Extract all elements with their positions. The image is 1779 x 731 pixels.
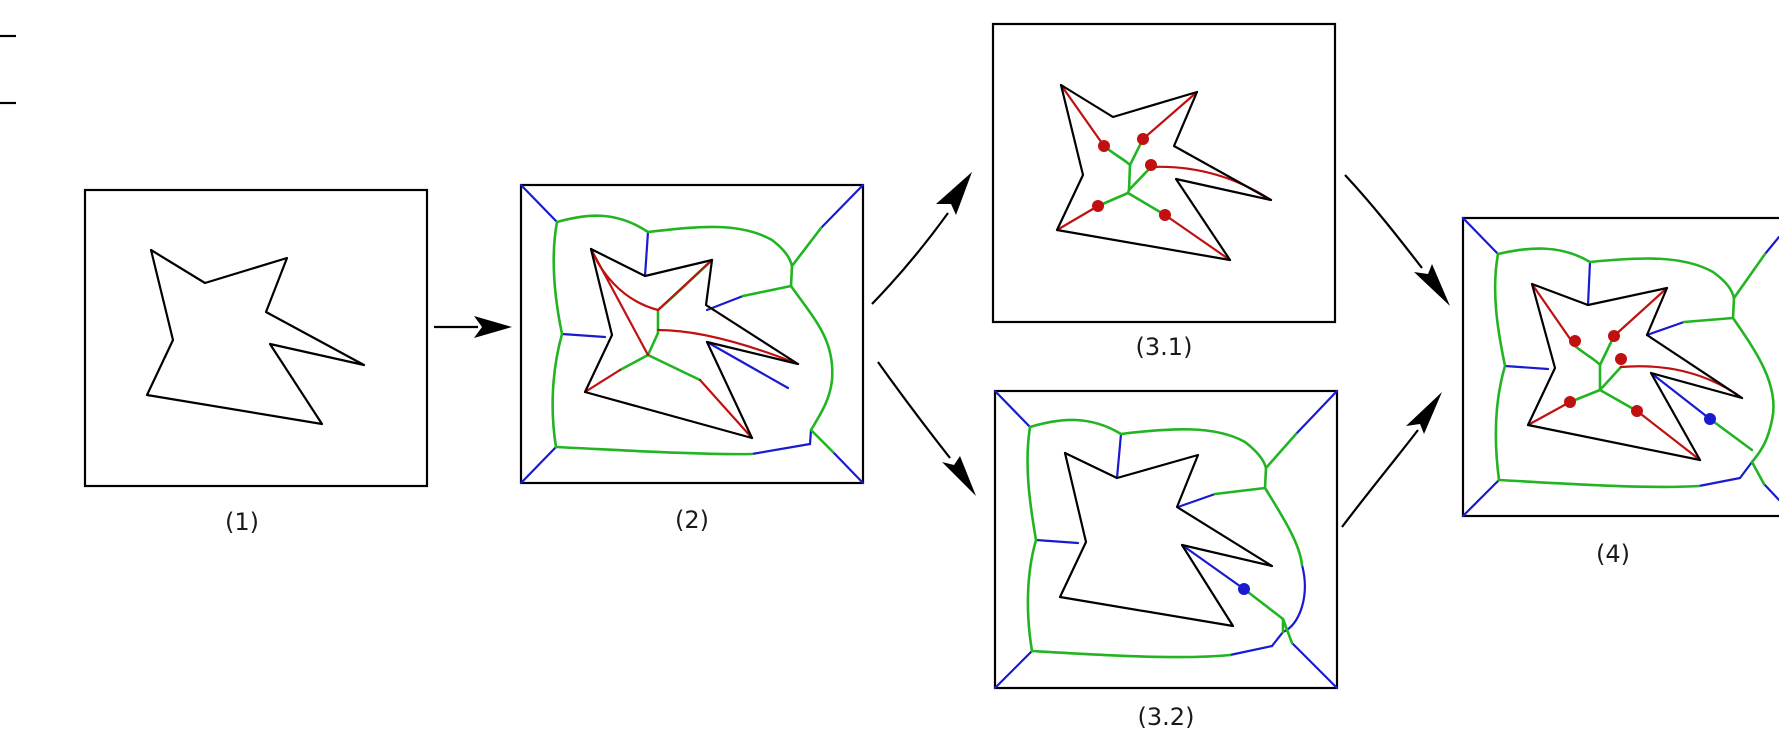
panel-2-polygon	[583, 247, 800, 440]
panel-4-green-skeleton	[1493, 247, 1775, 489]
panel-1: (1)	[83, 188, 429, 536]
panel-4-label: (4)	[1596, 540, 1630, 568]
panel-3-1-label: (3.1)	[1136, 333, 1193, 361]
cropped-marks	[0, 34, 16, 105]
panel-1-polygon	[145, 248, 366, 426]
arrow-2-to-3-2	[877, 361, 976, 496]
panel-3-1: (3.1)	[991, 22, 1337, 361]
panel-2-label: (2)	[675, 506, 709, 534]
panel-3-2-frame	[993, 389, 1339, 690]
arrow-3-1-to-4	[1344, 174, 1450, 306]
panel-2: (2)	[519, 183, 865, 534]
panel-3-1-frame	[991, 22, 1337, 324]
panel-3-2-green-skeleton	[1026, 418, 1304, 659]
panel-3-2: (3.2)	[993, 389, 1339, 731]
panel-4-polygon	[1526, 282, 1744, 462]
panel-3-1-polygon	[1055, 83, 1273, 262]
panel-4-blue-edges	[1461, 216, 1779, 518]
panel-2-red-skeleton	[583, 247, 800, 440]
panel-4: (4)	[1461, 216, 1779, 568]
panel-3-1-red-skeleton	[1055, 83, 1273, 262]
panel-4-red-skeleton	[1526, 282, 1744, 462]
panel-1-label: (1)	[225, 508, 259, 536]
panel-2-frame	[519, 183, 865, 485]
arrow-2-to-3-1	[871, 172, 972, 305]
panel-4-red-vertices	[1564, 330, 1643, 417]
panel-3-2-vertex	[1238, 583, 1250, 595]
panel-4-blue-vertex	[1704, 413, 1716, 425]
panel-3-2-polygon	[1058, 451, 1274, 628]
panel-3-2-label: (3.2)	[1138, 703, 1195, 731]
panel-3-1-vertices	[1092, 133, 1171, 221]
panel-3-2-blue-edges	[993, 389, 1339, 690]
panel-4-frame	[1461, 216, 1779, 518]
panel-1-frame	[83, 188, 429, 488]
panel-2-blue-edges	[519, 183, 865, 485]
arrow-3-2-to-4	[1341, 392, 1442, 528]
arrow-1-to-2	[434, 316, 512, 338]
